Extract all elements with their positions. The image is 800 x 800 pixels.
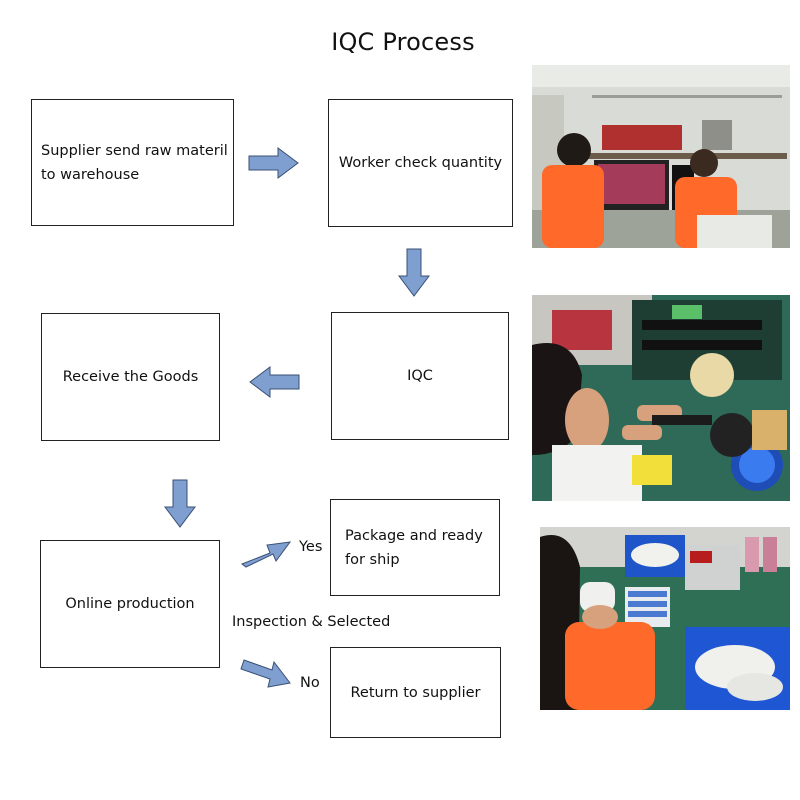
step-iqc-box: IQC: [331, 312, 509, 440]
iqc-inspection-photo: [532, 295, 790, 501]
step-return-box: Return to supplier: [330, 647, 501, 738]
step-package-box: Package and ready for ship: [330, 499, 500, 596]
step-receive-box: Receive the Goods: [41, 313, 220, 441]
arrow-left-icon: [249, 366, 300, 398]
step-worker-check-label: Worker check quantity: [338, 155, 503, 171]
branch-no-label: No: [300, 675, 320, 691]
arrow-right-icon: [240, 541, 292, 568]
inspection-selected-label: Inspection & Selected: [232, 614, 391, 630]
step-worker-check-box: Worker check quantity: [328, 99, 513, 227]
step-supplier-box: Supplier send raw materil to warehouse: [31, 99, 234, 226]
step-iqc-label: IQC: [407, 368, 433, 384]
arrow-right-icon: [248, 147, 299, 179]
step-online-production-box: Online production: [40, 540, 220, 668]
step-receive-label: Receive the Goods: [62, 369, 199, 385]
branch-yes-label: Yes: [299, 539, 323, 555]
arrow-down-icon: [164, 479, 196, 528]
step-package-label: Package and ready for ship: [345, 527, 483, 568]
step-supplier-label: Supplier send raw materil to warehouse: [41, 142, 228, 183]
arrow-down-icon: [398, 248, 430, 297]
warehouse-workers-photo: [532, 65, 790, 248]
step-return-label: Return to supplier: [350, 684, 481, 701]
production-line-photo: [540, 527, 790, 710]
step-online-production-label: Online production: [65, 596, 195, 612]
diagram-title: IQC Process: [331, 28, 475, 56]
arrow-right-icon: [240, 659, 291, 688]
